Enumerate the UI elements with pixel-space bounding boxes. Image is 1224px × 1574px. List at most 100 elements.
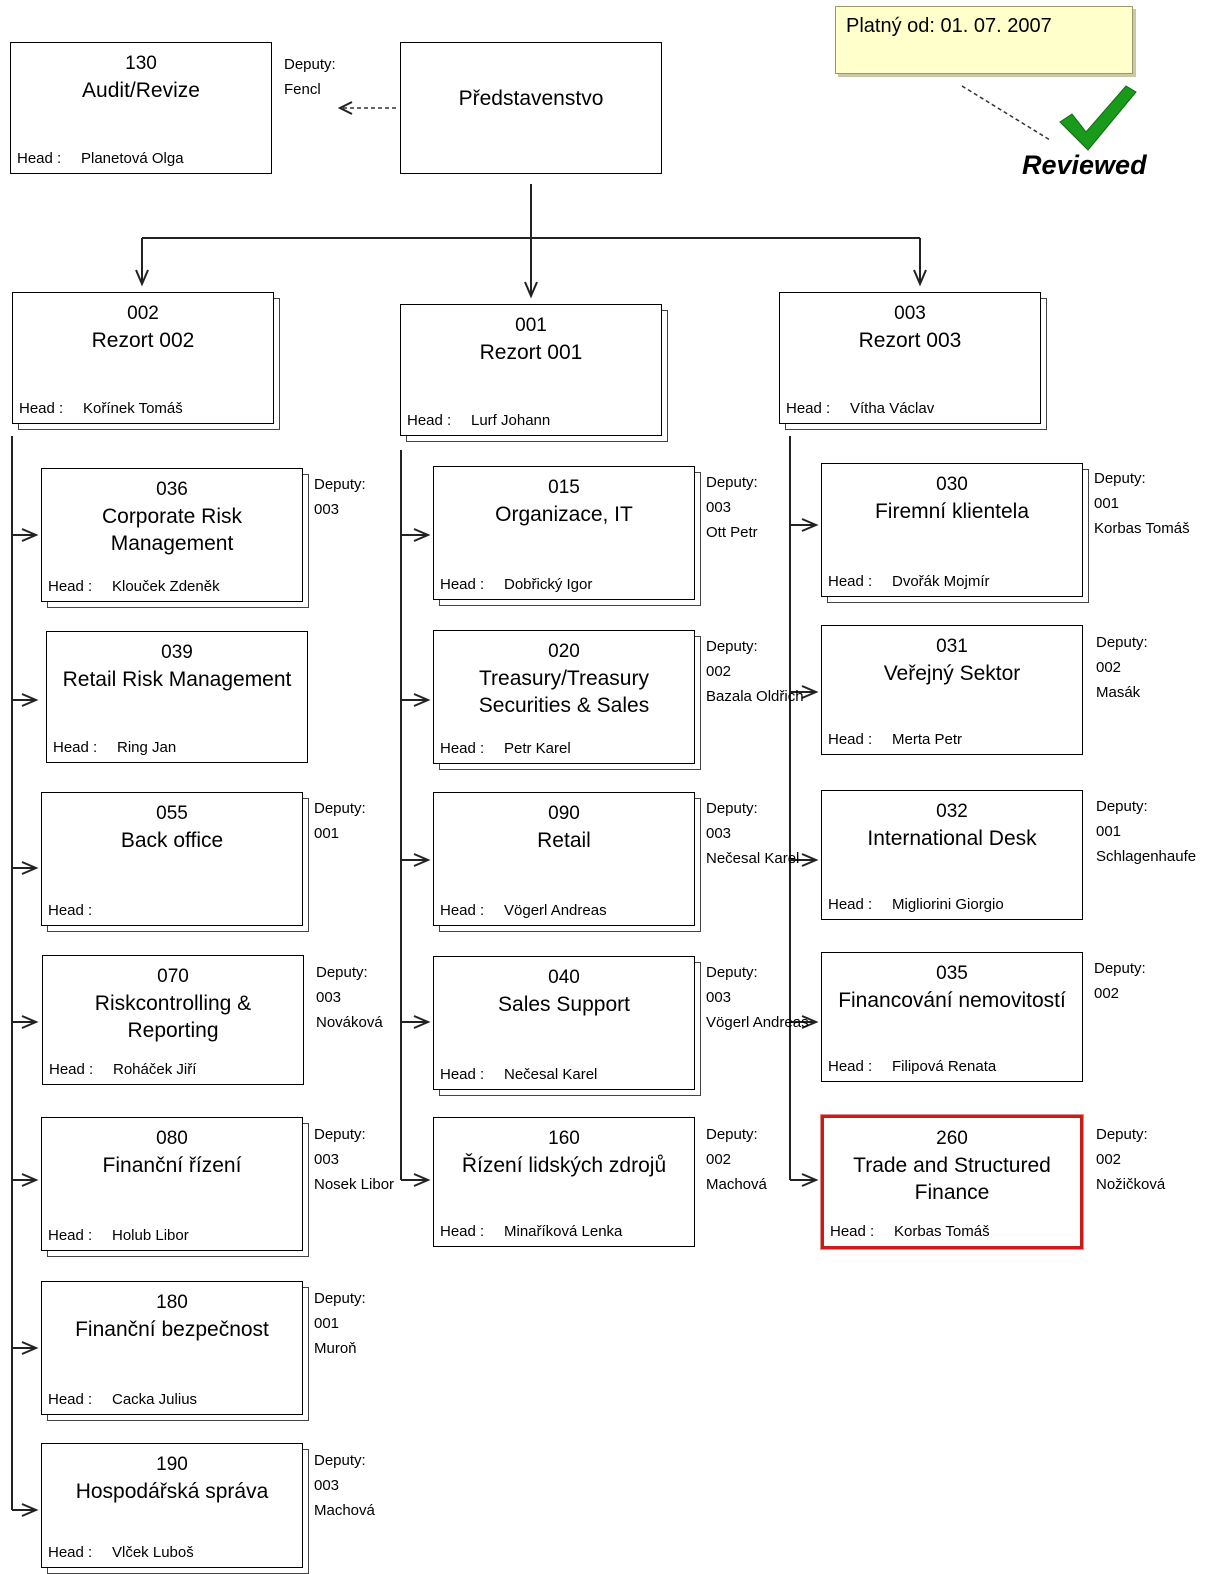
deputy-value: 003 — [314, 1151, 340, 1168]
unit-head: Head :Planetová Olga — [17, 150, 184, 167]
head-name: Cacka Julius — [112, 1391, 198, 1408]
unit-code: 070 — [157, 966, 189, 987]
deputy-value: 002 — [1094, 985, 1120, 1002]
arrow-right-icon — [801, 518, 819, 532]
head-name: Klouček Zdeněk — [112, 578, 220, 595]
deputy-value: 001 — [1094, 495, 1120, 512]
head-label: Head : — [830, 1223, 875, 1240]
unit-head: Head :Vögerl Andreas — [440, 902, 607, 919]
deputy-value: 001 — [314, 825, 340, 842]
unit-name: Rezort 002 — [91, 329, 195, 352]
head-label: Head : — [48, 1391, 93, 1408]
arrow-right-icon — [413, 1015, 431, 1029]
unit-head: Head :Lurf Johann — [407, 412, 550, 429]
arrow-right-icon — [801, 853, 819, 867]
arrow-down-icon — [913, 269, 927, 287]
unit-name: Sales Support — [498, 993, 630, 1016]
unit-name: Hospodářská správa — [75, 1480, 269, 1503]
deputy-label: Deputy: — [706, 474, 758, 491]
unit-head: Head :Migliorini Giorgio — [828, 896, 1004, 913]
head-label: Head : — [828, 573, 873, 590]
head-label: Head : — [440, 902, 485, 919]
deputy-value: 002 — [706, 1151, 732, 1168]
unit-head: Head : Dvořák Mojmír — [828, 573, 990, 590]
arrow-right-icon — [801, 685, 819, 699]
unit-name: Riskcontrolling & Reporting — [94, 992, 252, 1042]
arrow-right-icon — [21, 1015, 39, 1029]
unit-name: Rezort 001 — [479, 341, 583, 364]
deputy-label: Deputy: — [706, 1126, 758, 1143]
deputy-label: Deputy: — [706, 638, 758, 655]
head-name: Holub Libor — [112, 1227, 189, 1244]
head-name: Dvořák Mojmír — [892, 573, 990, 590]
unit-code: 020 — [548, 641, 580, 662]
unit-name: Rezort 003 — [858, 329, 962, 352]
arrow-right-icon — [21, 1173, 39, 1187]
deputy-value: Muroň — [314, 1340, 357, 1357]
head-name: Roháček Jiří — [113, 1061, 197, 1078]
head-label: Head : — [48, 578, 93, 595]
board-box[interactable]: Představenstvo — [400, 42, 662, 174]
deputy-note-130: Deputy:Fencl — [284, 52, 336, 102]
deputy-note-036: Deputy:003 — [314, 472, 366, 522]
head-name: Nečesal Karel — [504, 1066, 598, 1083]
unit-name: Firemní klientela — [874, 500, 1030, 523]
unit-head: Head : Holub Libor — [48, 1227, 189, 1244]
unit-code: 031 — [936, 636, 968, 657]
unit-code: 260 — [936, 1128, 968, 1149]
deputy-value: 003 — [706, 989, 732, 1006]
deputy-value: 001 — [1096, 823, 1122, 840]
deputy-value: 003 — [706, 825, 732, 842]
unit-head: Head : Klouček Zdeněk — [48, 578, 220, 595]
deputy-value: Korbas Tomáš — [1094, 520, 1190, 537]
head-label: Head : — [48, 1227, 93, 1244]
unit-head: Head :Roháček Jiří — [49, 1061, 196, 1078]
validity-note-text: Platný od: 01. 07. 2007 — [846, 15, 1052, 37]
deputy-value: 001 — [314, 1315, 340, 1332]
reviewed-label: Reviewed — [1022, 150, 1147, 180]
head-label: Head : — [828, 1058, 873, 1075]
head-name: Lurf Johann — [471, 412, 551, 429]
deputy-label: Deputy: — [706, 800, 758, 817]
head-label: Head : — [48, 1544, 93, 1561]
deputy-value: 002 — [1096, 1151, 1122, 1168]
unit-code: 030 — [936, 474, 968, 495]
note-pointer-line — [961, 85, 1051, 141]
unit-code: 180 — [156, 1292, 188, 1313]
deputy-value: Machová — [314, 1502, 375, 1519]
deputy-label: Deputy: — [316, 964, 368, 981]
unit-name: Řízení lidských zdrojů — [461, 1154, 667, 1177]
deputy-value: 003 — [316, 989, 342, 1006]
deputy-label: Deputy: — [1094, 960, 1146, 977]
deputy-label: Deputy: — [1096, 1126, 1148, 1143]
